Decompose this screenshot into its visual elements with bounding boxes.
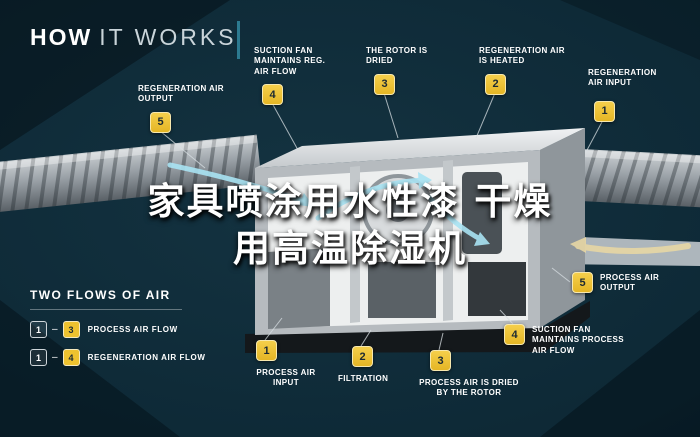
callout-regeneration-air-heated: REGENERATION AIR IS HEATED 2 [479,46,569,95]
callout-badge-4: 4 [262,84,283,106]
title-how: HOW [30,24,93,50]
callout-suction-fan-process-air: 4 SUCTION FAN MAINTAINS PROCESS AIR FLOW [504,324,630,356]
callout-rotor-is-dried: THE ROTOR IS DRIED 3 [366,46,428,95]
legend-badge-1: 1 [30,321,47,338]
inlet-panel [268,248,330,329]
callout-label: REGENERATION AIR IS HEATED [479,46,565,66]
legend-two-flows: TWO FLOWS OF AIR 1 – 3 PROCESS AIR FLOW … [30,288,206,366]
callout-badge-2: 2 [485,73,506,95]
callout-process-air-input: 1 PROCESS AIR INPUT [246,340,326,389]
callout-label: REGENERATION AIR OUTPUT [138,84,224,104]
callout-badge-1: 1 [256,340,277,361]
process-air-arrow [315,177,427,221]
callout-label: PROCESS AIR IS DRIED BY THE ROTOR [419,378,519,398]
callout-label: REGENERATION AIR INPUT [588,68,657,88]
legend-heading: TWO FLOWS OF AIR [30,288,182,310]
callout-label: SUCTION FAN MAINTAINS PROCESS AIR FLOW [532,325,624,355]
legend-range-dash: – [52,324,58,335]
watermark-line-1: 家具喷涂用水性漆 干燥 [147,180,553,223]
callout-process-air-output: 5 PROCESS AIR OUTPUT [572,272,670,294]
chinese-watermark-text: 家具喷涂用水性漆 干燥 用高温除湿机 [0,178,700,273]
legend-row-process-air-flow: 1 – 3 PROCESS AIR FLOW [30,321,206,338]
callout-suction-fan-reg-air: SUCTION FAN MAINTAINS REG. AIR FLOW 4 [254,46,334,106]
callout-badge-3: 3 [374,73,395,95]
leader-lines [159,92,604,351]
callout-badge-3: 3 [430,350,451,371]
callout-label: PROCESS AIR OUTPUT [600,273,660,293]
callout-badge-4: 4 [504,324,525,345]
rotor-hub [386,198,410,222]
process-air-arrow [167,162,311,206]
right-duct [546,147,700,210]
callout-regeneration-air-input: REGENERATION AIR INPUT 1 [588,68,670,122]
filter-unit [368,262,436,318]
process-air-arrow [427,195,485,243]
callout-label: FILTRATION [338,374,389,383]
callout-badge-1: 1 [594,100,615,122]
watermark-line-2: 用高温除湿机 [233,227,467,271]
callout-label: SUCTION FAN MAINTAINS REG. AIR FLOW [254,46,326,76]
regeneration-air-arrow [575,243,691,254]
callout-badge-5: 5 [150,111,171,133]
callout-regeneration-air-output: REGENERATION AIR OUTPUT 5 [138,84,228,133]
callout-label: THE ROTOR IS DRIED [366,46,428,66]
legend-label: REGENERATION AIR FLOW [87,353,206,362]
callout-badge-5: 5 [572,272,593,293]
legend-row-regeneration-air-flow: 1 – 4 REGENERATION AIR FLOW [30,349,206,366]
callout-label: PROCESS AIR INPUT [256,368,316,388]
callout-badge-2: 2 [352,346,373,367]
title-divider [237,21,240,59]
legend-badge-3: 3 [62,321,80,338]
airflow-arrows [167,162,691,254]
left-duct [0,134,262,216]
legend-badge-4: 4 [62,349,80,366]
title-it-works: IT WORKS [99,24,237,50]
legend-range-dash: – [52,352,58,363]
fan-unit [468,262,526,316]
legend-label: PROCESS AIR FLOW [87,325,178,334]
callout-filtration: 2 FILTRATION [338,346,402,384]
legend-badge-1: 1 [30,349,47,366]
callout-process-air-dried-by-rotor: 3 PROCESS AIR IS DRIED BY THE ROTOR [412,350,526,399]
